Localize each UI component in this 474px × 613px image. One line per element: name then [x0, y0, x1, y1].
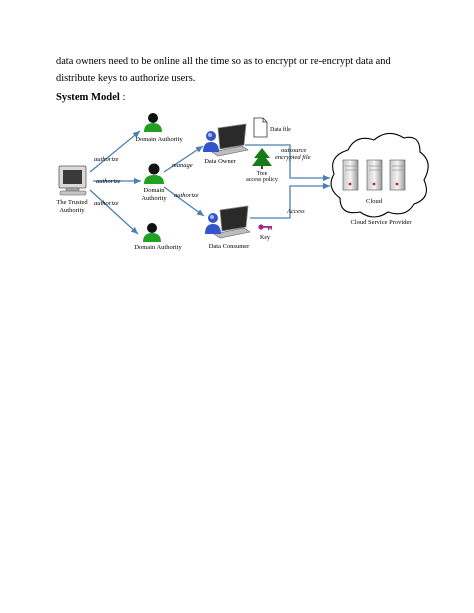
domain-authority-mid-label-2: Authority — [141, 195, 167, 202]
tree-icon — [252, 148, 272, 169]
domain-authority-bottom-label: Domain Authority — [134, 244, 182, 251]
edges — [89, 130, 330, 235]
edge-label-outsource-1: outsource — [281, 147, 307, 154]
section-title-suffix: : — [119, 92, 126, 103]
edge-label-authorize-top: authorize — [94, 156, 119, 163]
edge-label-manage: manage — [172, 162, 193, 169]
edge-access — [250, 182, 330, 219]
edge-manage — [163, 145, 204, 173]
server-rack-icon — [342, 159, 406, 191]
edge-trusted-to-da-bottom — [89, 189, 139, 235]
edge-label-authorize-consumer: authorize — [174, 192, 199, 199]
laptop-user-icon-owner — [203, 123, 249, 157]
trusted-authority-label-1: The Trusted — [56, 199, 88, 206]
data-owner-label: Data Owner — [204, 158, 236, 165]
laptop-user-icon-consumer — [205, 205, 251, 239]
edge-label-access: Access — [286, 208, 305, 215]
section-title: System Model — [56, 92, 120, 103]
file-icon — [253, 117, 268, 138]
edge-label-authorize-mid: authorize — [96, 178, 121, 185]
cloud-label: Cloud — [366, 198, 383, 205]
key-icon — [258, 224, 272, 230]
edge-label-outsource-2: encrypted file — [275, 154, 311, 161]
edge-trusted-to-da-top — [89, 130, 141, 173]
key-label: Key — [260, 235, 270, 241]
trusted-authority-label-2: Authority — [59, 207, 85, 214]
body-paragraph: data owners need to be online all the ti… — [56, 56, 391, 84]
edge-label-authorize-bottom: authorize — [94, 200, 119, 207]
person-icon-bottom — [143, 223, 161, 242]
tree-label-2: access policy — [246, 177, 278, 183]
cloud-service-provider-label: Cloud Service Provider — [350, 219, 412, 226]
edge-authorize-consumer — [163, 186, 205, 217]
edge-outsource — [245, 144, 330, 182]
domain-authority-mid-label-1: Domain — [144, 187, 166, 194]
person-icon-mid — [144, 163, 164, 184]
tree-label-1: Tree — [257, 171, 268, 177]
computer-icon — [58, 165, 87, 196]
data-file-label: Data file — [270, 126, 291, 133]
person-icon-top — [144, 113, 162, 132]
domain-authority-top-label: Domain Authority — [135, 136, 183, 143]
section-heading: System Model : — [56, 92, 125, 103]
data-consumer-label: Data Consumer — [209, 243, 250, 250]
